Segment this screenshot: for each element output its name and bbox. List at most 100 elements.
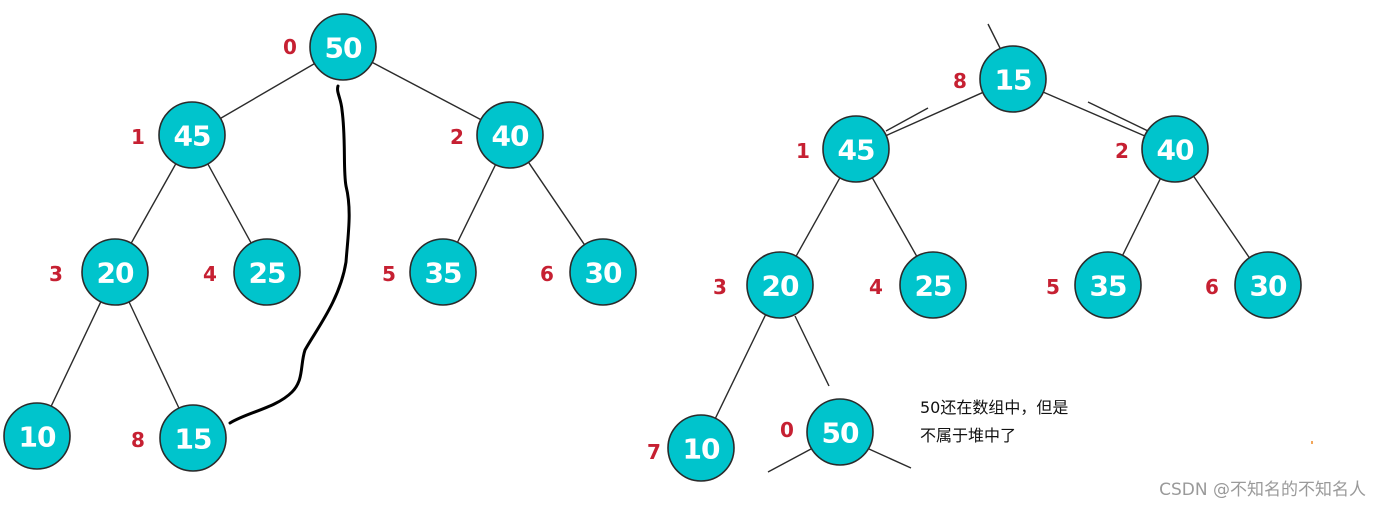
- left-tree-edge-40-35: [456, 164, 497, 243]
- right-tree-node-30: 30 6: [1205, 251, 1302, 319]
- node-value: 20: [97, 257, 134, 290]
- left-tree-node-45: 45 1: [131, 101, 226, 169]
- node-value: 10: [683, 433, 720, 466]
- left-tree-node-20: 20 3: [49, 238, 149, 306]
- right-tree-edge-20-10: [714, 314, 767, 419]
- right-tree-node-15: 15 8: [953, 45, 1047, 113]
- left-tree-edge-50-40: [371, 61, 482, 121]
- node-circle: [1141, 115, 1209, 183]
- node-circle: [899, 251, 967, 319]
- cut-edge-20-to-50: [794, 315, 830, 387]
- right-tree-node-10: 10 7: [647, 414, 735, 482]
- node-index-label: 8: [953, 69, 967, 93]
- node-index-label: 3: [49, 262, 63, 286]
- note-line-2: 不属于堆中了: [920, 426, 1017, 445]
- node-circle: [476, 101, 544, 169]
- node-circle: [81, 238, 149, 306]
- node-index-label: 0: [283, 35, 297, 59]
- node-index-label: 6: [540, 262, 554, 286]
- node-circle: [233, 238, 301, 306]
- node-value: 10: [19, 421, 56, 454]
- node-circle: [806, 398, 874, 466]
- right-tree-edge-40-30: [1193, 175, 1250, 259]
- node-circle: [409, 238, 477, 306]
- left-tree-node-10: 10: [3, 402, 71, 470]
- stray-mark: [1311, 441, 1313, 444]
- node-value: 15: [995, 64, 1032, 97]
- node-index-label: 3: [713, 275, 727, 299]
- left-tree-edge-45-25: [207, 163, 252, 244]
- node-value: 25: [915, 270, 952, 303]
- node-value: 30: [1250, 270, 1287, 303]
- node-value: 50: [822, 417, 859, 450]
- left-tree-node-40: 40 2: [450, 101, 544, 169]
- node-value: 45: [174, 120, 211, 153]
- swap-path-stroke: [228, 84, 351, 425]
- node-value: 35: [1090, 270, 1127, 303]
- cut-edge-top: [987, 23, 1001, 49]
- node-value: 30: [585, 257, 622, 290]
- left-tree-edge-20-10: [50, 301, 102, 407]
- node-index-label: 4: [203, 262, 217, 286]
- node-circle: [979, 45, 1047, 113]
- right-tree-edge-40-35: [1121, 178, 1162, 256]
- node-value: 15: [175, 423, 212, 456]
- right-tree-node-45: 45 1: [796, 115, 890, 183]
- node-index-label: 4: [869, 275, 883, 299]
- right-tree-node-50: 50 0: [780, 398, 874, 466]
- node-circle: [158, 101, 226, 169]
- node-value: 25: [249, 257, 286, 290]
- node-index-label: 7: [647, 440, 661, 464]
- cut-edge-50-left: [767, 448, 812, 473]
- node-circle: [667, 414, 735, 482]
- node-index-label: 1: [131, 125, 145, 149]
- edges-layer: [50, 23, 1250, 473]
- right-tree-edge-15-40: [1043, 91, 1145, 137]
- left-tree-edge-50-45: [220, 63, 315, 119]
- left-tree-node-15: 15 8: [131, 404, 227, 472]
- left-tree-node-25: 25 4: [203, 238, 301, 306]
- node-circle: [159, 404, 227, 472]
- node-circle: [569, 238, 637, 306]
- node-index-label: 2: [450, 125, 464, 149]
- right-tree-edge-45-25: [871, 177, 918, 257]
- note-line-1: 50还在数组中，但是: [920, 398, 1069, 417]
- note-text: 50还在数组中，但是 不属于堆中了: [920, 394, 1068, 450]
- node-circle: [746, 251, 814, 319]
- left-tree-node-35: 35 5: [382, 238, 477, 306]
- right-tree-node-25: 25 4: [869, 251, 967, 319]
- node-circle: [1074, 251, 1142, 319]
- node-value: 40: [1157, 134, 1194, 167]
- node-circle: [1234, 251, 1302, 319]
- watermark: CSDN @不知名的不知名人: [1159, 480, 1366, 500]
- right-tree-node-20: 20 3: [713, 251, 814, 319]
- node-value: 45: [838, 134, 875, 167]
- right-tree-edge-45-20: [795, 177, 841, 257]
- node-index-label: 5: [1046, 275, 1060, 299]
- node-circle: [309, 13, 377, 81]
- node-index-label: 1: [796, 139, 810, 163]
- node-index-label: 5: [382, 262, 396, 286]
- right-tree-edge-15-45: [885, 91, 984, 137]
- left-tree-node-30: 30 6: [540, 238, 637, 306]
- cut-edge-50-right: [868, 448, 912, 469]
- node-index-label: 0: [780, 418, 794, 442]
- left-tree-edge-45-20: [130, 163, 177, 244]
- cut-edge-left: [885, 107, 929, 132]
- node-value: 35: [425, 257, 462, 290]
- node-circle: [3, 402, 71, 470]
- left-tree-edge-20-15: [128, 301, 180, 409]
- node-circle: [822, 115, 890, 183]
- node-index-label: 8: [131, 428, 145, 452]
- right-tree-node-35: 35 5: [1046, 251, 1142, 319]
- node-index-label: 6: [1205, 275, 1219, 299]
- node-value: 20: [762, 270, 799, 303]
- left-tree-node-50: 50 0: [283, 13, 377, 81]
- node-index-label: 2: [1115, 139, 1129, 163]
- node-value: 40: [492, 120, 529, 153]
- right-tree-node-40: 40 2: [1115, 115, 1209, 183]
- cut-edge-right: [1087, 101, 1149, 132]
- node-value: 50: [325, 32, 362, 65]
